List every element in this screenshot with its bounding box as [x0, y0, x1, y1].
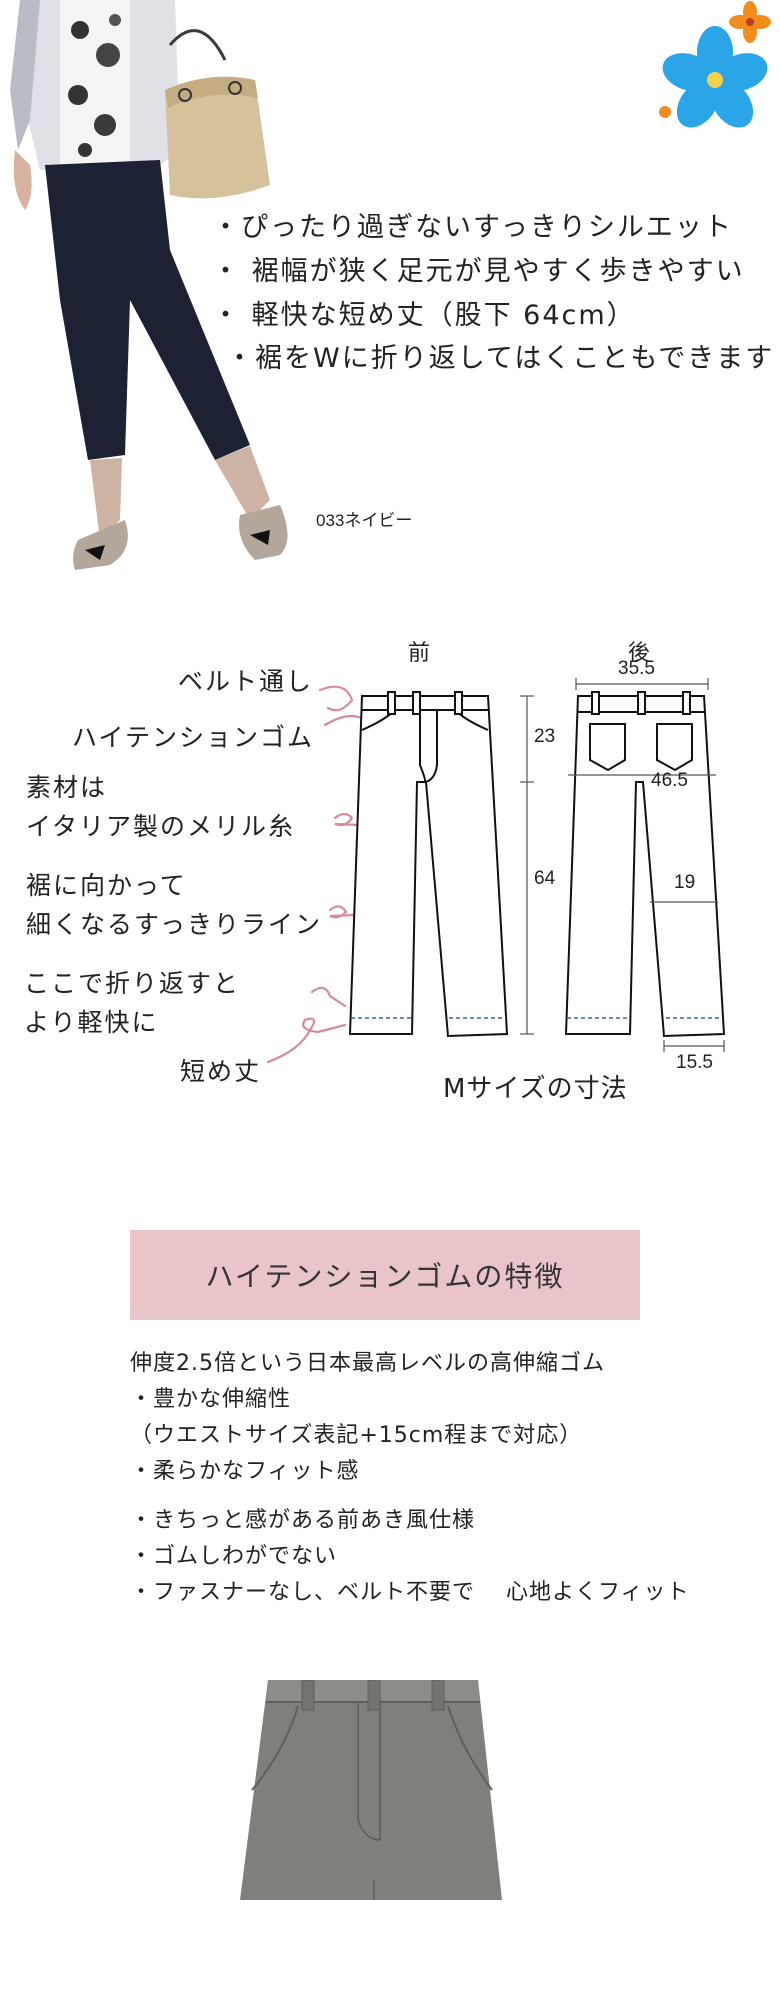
feature-line: ・ファスナーなし、ベルト不要で 心地よくフィット — [130, 1580, 690, 1605]
short-leader-line — [266, 1017, 347, 1064]
feature-line: ・柔らかなフィット感 — [130, 1459, 360, 1484]
pants-line-drawing — [266, 678, 726, 1064]
size-diagram: 前 後 ベルト通し ハイテンションゴム 素材は イタリア製のメリル糸 裾に向かっ… — [0, 620, 780, 1140]
feature-banner-title: ハイテンションゴムの特徴 — [205, 1260, 565, 1293]
elastic-label: ハイテンションゴム — [72, 723, 315, 752]
taper-label-1: 裾に向かって — [26, 871, 187, 900]
material-label-1: 素材は — [26, 773, 108, 802]
feature-banner: ハイテンションゴムの特徴 — [130, 1230, 640, 1320]
model-photo — [10, 0, 288, 570]
material-label-2: イタリア製のメリル糸 — [26, 812, 296, 841]
back-view-label: 後 — [628, 641, 651, 666]
flower-icon — [659, 1, 771, 128]
waistband-photo — [240, 1680, 502, 1900]
feature-bullet-silhouette: ・ぴったり過ぎないすっきりシルエット — [212, 212, 733, 243]
feature-list-group-1: 伸度2.5倍という日本最高レベルの高伸縮ゴム ・豊かな伸縮性 （ウエストサイズ表… — [130, 1345, 605, 1489]
thigh-measurement: 19 — [674, 872, 696, 893]
fold-leader-line — [310, 986, 347, 1008]
fold-label-2: より軽快に — [24, 1008, 159, 1037]
inseam-measurement: 64 — [534, 868, 556, 889]
belt-loop-label: ベルト通し — [178, 667, 314, 696]
feature-line: （ウエストサイズ表記+15cm程まで対応） — [130, 1423, 583, 1448]
feature-bullet-fold: ・裾をWに折り返してはくこともできます — [226, 343, 775, 374]
hip-measurement: 46.5 — [651, 770, 688, 791]
feature-line: ・きちっと感がある前あき風仕様 — [130, 1508, 476, 1533]
back-dimension-lines — [568, 678, 725, 1052]
front-pants-outline — [348, 691, 509, 1038]
rise-measurement: 23 — [534, 726, 556, 747]
fold-label-1: ここで折り返すと — [24, 969, 241, 998]
feature-line: 伸度2.5倍という日本最高レベルの高伸縮ゴム — [130, 1351, 605, 1376]
short-length-label: 短め丈 — [180, 1057, 262, 1086]
feature-bullet-hem: ・ 裾幅が狭く足元が見やすく歩きやすい — [212, 256, 745, 287]
hem-measurement: 15.5 — [676, 1052, 713, 1073]
taper-leader-line — [328, 905, 357, 919]
material-leader-line — [333, 812, 362, 827]
feature-line: ・ゴムしわがでない — [130, 1544, 338, 1569]
elastic-leader-line — [323, 714, 367, 727]
hero-section: ・ぴったり過ぎないすっきりシルエット ・ 裾幅が狭く足元が見やすく歩きやすい ・… — [0, 0, 780, 580]
color-caption: 033ネイビー — [316, 511, 413, 530]
waist-measurement: 35.5 — [618, 658, 655, 679]
belt-loop-leader-line — [318, 685, 354, 712]
size-title: Mサイズの寸法 — [443, 1074, 628, 1104]
feature-bullet-length: ・ 軽快な短め丈（股下 64cm） — [212, 300, 636, 331]
taper-label-2: 細くなるすっきりライン — [26, 910, 323, 939]
front-dimension-lines — [520, 695, 534, 1035]
feature-line: ・豊かな伸縮性 — [130, 1387, 292, 1412]
back-pants-outline — [564, 691, 726, 1038]
feature-list-group-2: ・きちっと感がある前あき風仕様 ・ゴムしわがでない ・ファスナーなし、ベルト不要… — [130, 1502, 690, 1610]
front-view-label: 前 — [408, 641, 431, 666]
